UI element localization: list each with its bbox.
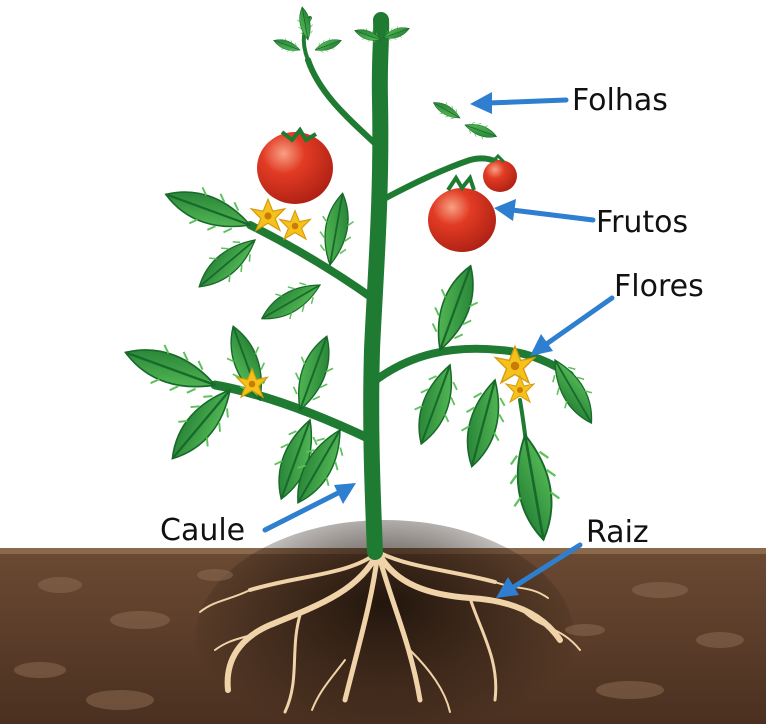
soil [0,520,766,724]
label-frutos: Frutos [596,205,688,240]
label-flores: Flores [614,269,704,304]
label-folhas: Folhas [572,83,668,118]
label-raiz: Raiz [586,515,649,550]
label-caule: Caule [160,513,245,548]
